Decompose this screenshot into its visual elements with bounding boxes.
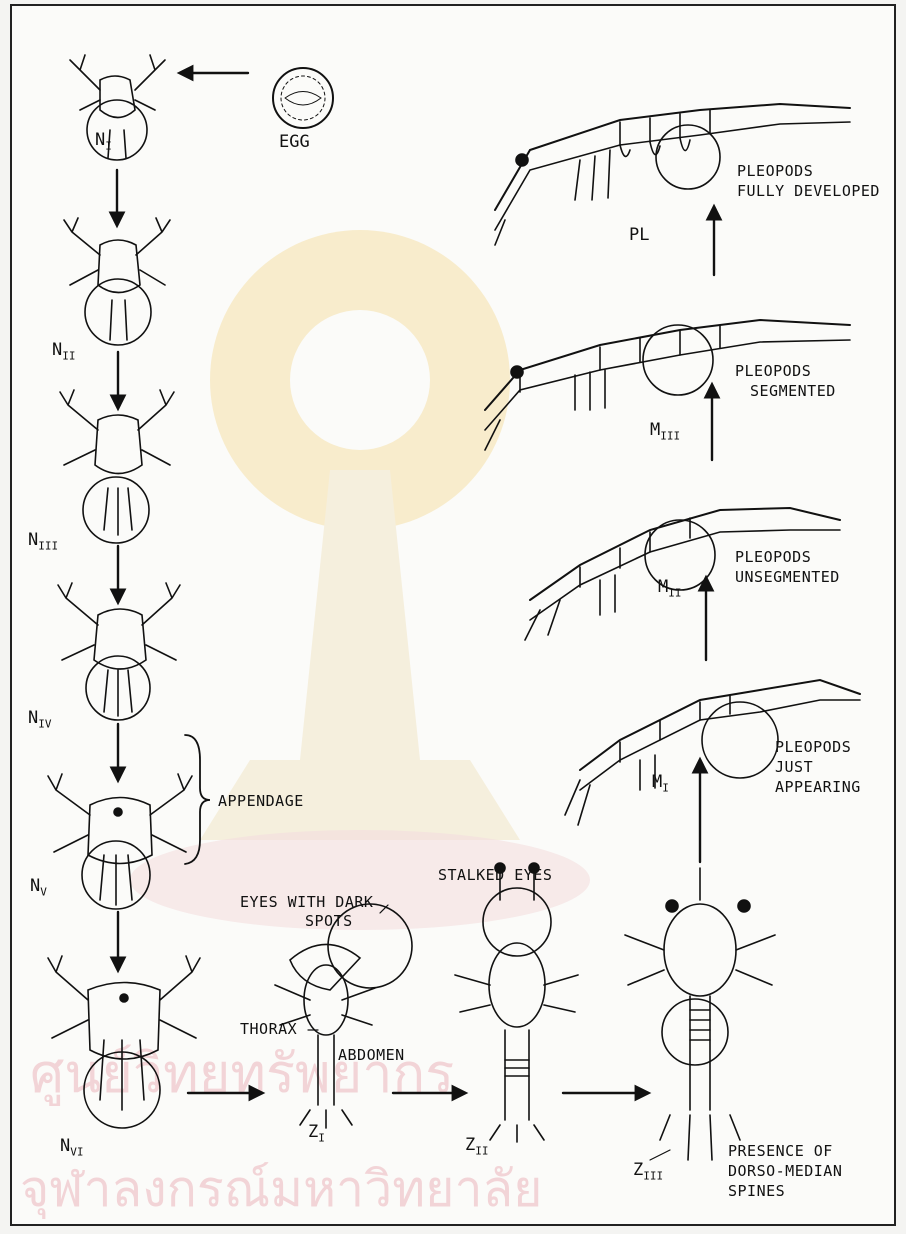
label-n4: NIV bbox=[28, 708, 52, 730]
nauplius-n5-drawing bbox=[48, 774, 192, 909]
label-m3: MIII bbox=[650, 420, 680, 442]
zoea-z3-drawing bbox=[625, 868, 775, 1160]
pleopods-unseg-line-1: PLEOPODS bbox=[735, 548, 811, 566]
thorax-annotation: THORAX bbox=[240, 1020, 297, 1038]
eyes-dark-spots-line-1: EYES WITH DARK bbox=[240, 893, 373, 911]
label-pl: PL bbox=[629, 225, 649, 245]
nauplius-n6-drawing bbox=[48, 956, 200, 1128]
nauplius-n1-drawing bbox=[70, 55, 165, 160]
label-n1: NI bbox=[95, 130, 112, 152]
label-n2: NII bbox=[52, 340, 76, 362]
pleopods-full-line-2: FULLY DEVELOPED bbox=[737, 182, 880, 200]
pleopods-full-line-1: PLEOPODS bbox=[737, 162, 813, 180]
pleopods-seg-line-2: SEGMENTED bbox=[750, 382, 836, 400]
stalked-eyes-annotation: STALKED EYES bbox=[438, 866, 552, 884]
label-n5: NV bbox=[30, 876, 47, 898]
egg-drawing bbox=[273, 68, 333, 128]
pleopods-unseg-line-2: UNSEGMENTED bbox=[735, 568, 840, 586]
nauplius-n4-drawing bbox=[58, 583, 180, 720]
pleopods-just-line-1: PLEOPODS bbox=[775, 738, 851, 756]
dorso-median-line-1: PRESENCE OF bbox=[728, 1142, 833, 1160]
nauplius-n3-drawing bbox=[60, 390, 174, 543]
nauplius-n2-drawing bbox=[64, 218, 170, 345]
label-z1: ZI bbox=[308, 1122, 325, 1144]
pleopods-just-line-3: APPEARING bbox=[775, 778, 861, 796]
appendage-bracket bbox=[185, 735, 210, 864]
label-m2: MII bbox=[658, 577, 682, 599]
label-n3: NIII bbox=[28, 530, 58, 552]
label-m1: MI bbox=[652, 772, 669, 794]
label-n6: NVI bbox=[60, 1136, 84, 1158]
dorso-median-line-3: SPINES bbox=[728, 1182, 785, 1200]
eyes-dark-spots-line-2: SPOTS bbox=[305, 912, 353, 930]
arrows bbox=[117, 73, 714, 1093]
pleopods-seg-line-1: PLEOPODS bbox=[735, 362, 811, 380]
dorso-median-line-2: DORSO-MEDIAN bbox=[728, 1162, 842, 1180]
pleopods-just-line-2: JUST bbox=[775, 758, 813, 776]
zoea-z1-drawing bbox=[275, 904, 412, 1128]
spines-pointer bbox=[650, 1150, 670, 1160]
label-z2: ZII bbox=[465, 1135, 489, 1157]
zoea-z2-drawing bbox=[455, 863, 578, 1142]
label-egg: EGG bbox=[279, 132, 310, 152]
abdomen-annotation: ABDOMEN bbox=[338, 1046, 405, 1064]
appendage-annotation: APPENDAGE bbox=[218, 792, 304, 810]
label-z3: ZIII bbox=[633, 1160, 663, 1182]
